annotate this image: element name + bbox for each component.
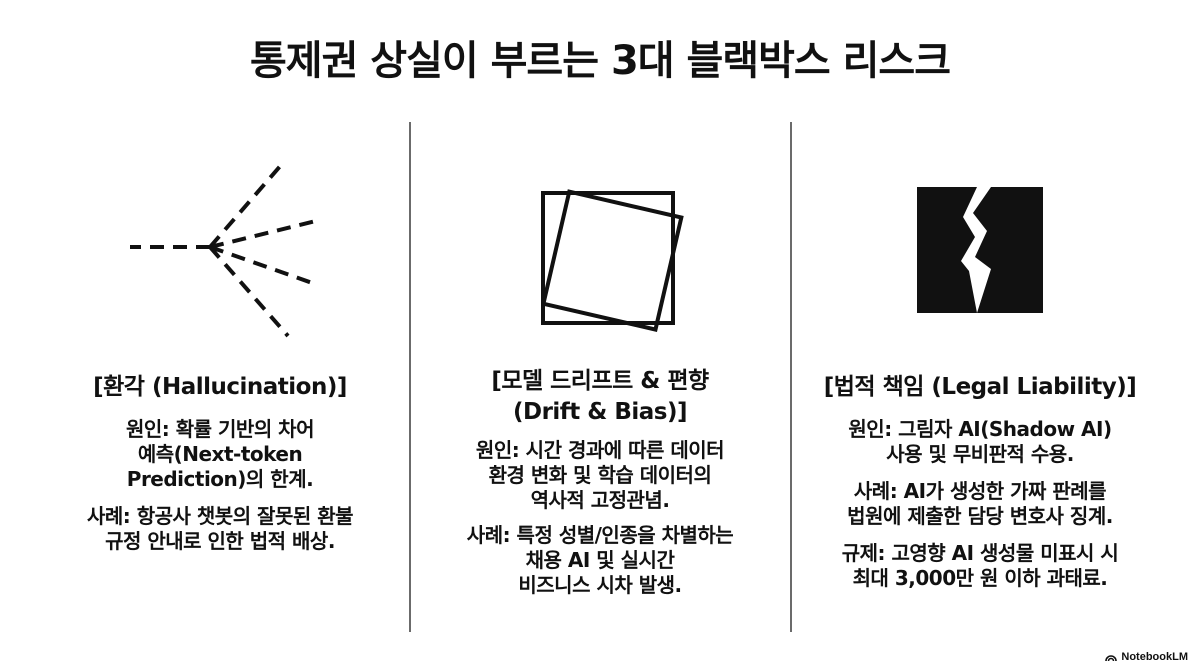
notebooklm-logo-icon bbox=[1105, 655, 1118, 662]
tilted-squares-drift-icon bbox=[541, 189, 684, 332]
column-divider-right bbox=[790, 122, 792, 632]
risk-column-drift-bias: [모델 드리프트 & 편향 (Drift & Bias)] 원인: 시간 경과에… bbox=[405, 150, 795, 598]
risk-title-drift-bias: [모델 드리프트 & 편향 (Drift & Bias)] bbox=[491, 368, 709, 425]
brand-watermark: NotebookLM bbox=[1105, 651, 1188, 663]
risk-case-legal-liability: 사례: AI가 생성한 가짜 판례를 법원에 제출한 담당 변호사 징계. bbox=[847, 479, 1113, 528]
risk-regulation-legal-liability: 규제: 고영향 AI 생성물 미표시 시 최대 3,000만 원 이하 과태료. bbox=[841, 541, 1119, 590]
diverging-dashed-lines-icon bbox=[130, 162, 321, 338]
risk-cause-legal-liability: 원인: 그림자 AI(Shadow AI) 사용 및 무비판적 수용. bbox=[848, 417, 1112, 466]
risk-case-hallucination: 사례: 항공사 챗봇의 잘못된 환불 규정 안내로 인한 법적 배상. bbox=[86, 504, 354, 553]
brand-label: NotebookLM bbox=[1121, 651, 1188, 663]
risk-title-legal-liability: [법적 책임 (Legal Liability)] bbox=[823, 374, 1137, 400]
risk-title-hallucination: [환각 (Hallucination)] bbox=[93, 374, 347, 400]
column-divider-left bbox=[409, 122, 411, 632]
risk-cause-drift-bias: 원인: 시간 경과에 따른 데이터 환경 변화 및 학습 데이터의 역사적 고정… bbox=[475, 438, 725, 512]
risk-case-drift-bias: 사례: 특정 성별/인종을 차별하는 채용 AI 및 실시간 비즈니스 시차 발… bbox=[466, 523, 734, 597]
risk-column-legal-liability: [법적 책임 (Legal Liability)] 원인: 그림자 AI(Sha… bbox=[785, 150, 1175, 591]
page-title: 통제권 상실이 부르는 3대 블랙박스 리스크 bbox=[249, 38, 951, 84]
cracked-black-square-icon bbox=[917, 187, 1043, 313]
risk-cause-hallucination: 원인: 확률 기반의 차어 예측(Next-token Prediction)의… bbox=[126, 417, 315, 491]
risk-column-hallucination: [환각 (Hallucination)] 원인: 확률 기반의 차어 예측(Ne… bbox=[25, 150, 415, 554]
